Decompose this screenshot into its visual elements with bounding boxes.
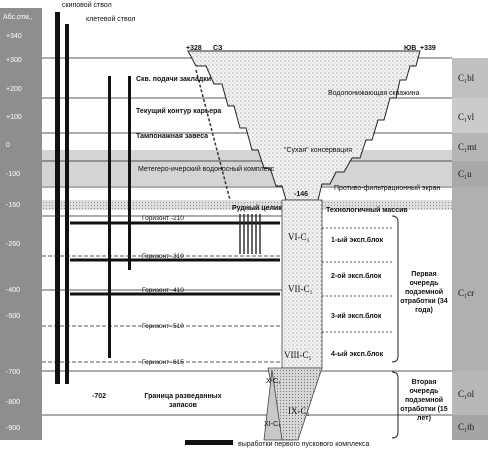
strat-cell bbox=[452, 371, 488, 415]
left-side: СЗ bbox=[213, 45, 223, 52]
exploit-block-label: 3-ий эксп.блок bbox=[331, 312, 382, 320]
cage-shaft-label: клетевой ствол bbox=[86, 15, 135, 23]
axis-tick-label: -260 bbox=[6, 241, 20, 248]
axis-tick-label: -400 bbox=[6, 287, 20, 294]
block-label: X-C₁ bbox=[266, 378, 281, 385]
skip-shaft bbox=[55, 12, 60, 384]
stratigraphy-column: C₁bl C₁vl C₁mt C₁u C₁cr C₁ol C₁tb bbox=[452, 58, 488, 440]
legend-bar bbox=[185, 440, 233, 445]
grout-curtain-line bbox=[195, 69, 231, 201]
shafts bbox=[55, 12, 131, 384]
axis-header: Абс.отм., bbox=[3, 13, 33, 21]
right-side: ЮВ bbox=[404, 45, 416, 52]
pillar-label: Технологичный массив bbox=[326, 206, 408, 214]
second-phase-label: Вторая очередь подземной отработки (15 л… bbox=[400, 379, 448, 422]
vent-shaft bbox=[108, 76, 111, 358]
axis-ticks: +340 +300 +200 +100 0 -100 -160 -260 -400 -500 -70… bbox=[6, 33, 22, 432]
axis-tick-label: +200 bbox=[6, 86, 22, 93]
exploit-block-label: 1-ый эксп.блок bbox=[331, 236, 384, 244]
backfill-wells-label: Скв. подачи закладки bbox=[136, 76, 211, 83]
ore-cone bbox=[263, 369, 283, 441]
hatched-working bbox=[239, 214, 261, 254]
strat-label: C₁tb bbox=[458, 422, 475, 432]
strat-cell bbox=[452, 161, 488, 187]
strat-label: C₁ol bbox=[458, 389, 475, 399]
antifiltration-label: Противо-фильтрационный экран bbox=[334, 184, 440, 192]
dry-conservation-label: "Сухая" консервация bbox=[284, 147, 352, 154]
axis-tick-label: -800 bbox=[6, 399, 20, 406]
axis-tick-label: -700 bbox=[6, 369, 20, 376]
axis-tick-label: +300 bbox=[6, 57, 22, 64]
strat-label: C₁vl bbox=[458, 112, 475, 122]
cage-shaft bbox=[65, 24, 69, 384]
axis-tick-label: -160 bbox=[6, 202, 20, 209]
strat-cell bbox=[452, 133, 488, 161]
quarry-pit bbox=[187, 50, 421, 201]
block-label: VIII-C₁ bbox=[284, 350, 312, 360]
strat-cell bbox=[452, 58, 488, 98]
quarry-contour-label: Текущий контур карьера bbox=[136, 107, 221, 115]
strat-cell bbox=[452, 415, 488, 440]
bottom-level: -146 bbox=[294, 191, 308, 198]
reserves-boundary-label: Граница разведанных запасов bbox=[144, 393, 222, 409]
axis-tick-label: -100 bbox=[6, 171, 20, 178]
ore-block bbox=[282, 200, 322, 368]
block-label: VI-C₁ bbox=[288, 232, 310, 242]
left-level: +328 bbox=[186, 45, 202, 52]
block-brackets bbox=[391, 215, 399, 439]
legend-text: выработки первого пускового комплекса bbox=[238, 440, 370, 448]
block-label: XI-C₁ bbox=[264, 421, 281, 428]
right-level: +339 bbox=[420, 45, 436, 52]
block-label: VII-C₁ bbox=[288, 284, 313, 294]
axis-tick-label: 0 bbox=[6, 142, 10, 149]
first-phase-label: Первая очередь подземной отработки (34 г… bbox=[400, 271, 448, 314]
grout-curtain-label: Тампонажная завеса bbox=[136, 133, 208, 140]
water-wells-label: Водопонижающая скважина bbox=[328, 90, 420, 97]
strat-label: C₁cr bbox=[458, 288, 474, 298]
strat-label: C₁u bbox=[458, 169, 472, 179]
horizon-label: Горизонт -615 bbox=[142, 359, 184, 366]
strat-label: C₁mt bbox=[458, 142, 477, 152]
axis-tick-label: -500 bbox=[6, 313, 20, 320]
strat-label: C₁bl bbox=[458, 73, 475, 83]
aquifer-label: Метегеро-ичерский водоносный комплекс bbox=[138, 165, 275, 173]
horizon-label: Горизонт -310 bbox=[142, 253, 184, 260]
ore-stripe bbox=[42, 200, 452, 210]
axis-tick-label: +100 bbox=[6, 114, 22, 121]
strat-cell bbox=[452, 187, 488, 371]
skip-shaft-label: скиповой ствол bbox=[62, 1, 112, 9]
block-label: IX-C₁ bbox=[288, 406, 310, 416]
exploit-block-label: 4-ый эксп.блок bbox=[331, 350, 384, 358]
drifts bbox=[70, 221, 280, 296]
horizon-label: Горизонт -510 bbox=[142, 323, 184, 330]
horizon-label: Горизонт -210 bbox=[142, 215, 184, 222]
horizon-label: Горизонт -410 bbox=[142, 287, 184, 294]
ore-body bbox=[263, 199, 323, 441]
axis-tick-label: +340 bbox=[6, 33, 22, 40]
strat-cell bbox=[452, 98, 488, 133]
horizon-lines bbox=[42, 215, 392, 363]
elevation-axis bbox=[0, 8, 42, 440]
exploit-block-label: 2-ой эксп.блок bbox=[331, 272, 382, 280]
depth-702: -702 bbox=[92, 393, 106, 400]
axis-tick-label: -900 bbox=[6, 425, 20, 432]
backfill-shaft bbox=[128, 76, 131, 270]
ore-body-label: Рудный целик bbox=[232, 204, 282, 212]
